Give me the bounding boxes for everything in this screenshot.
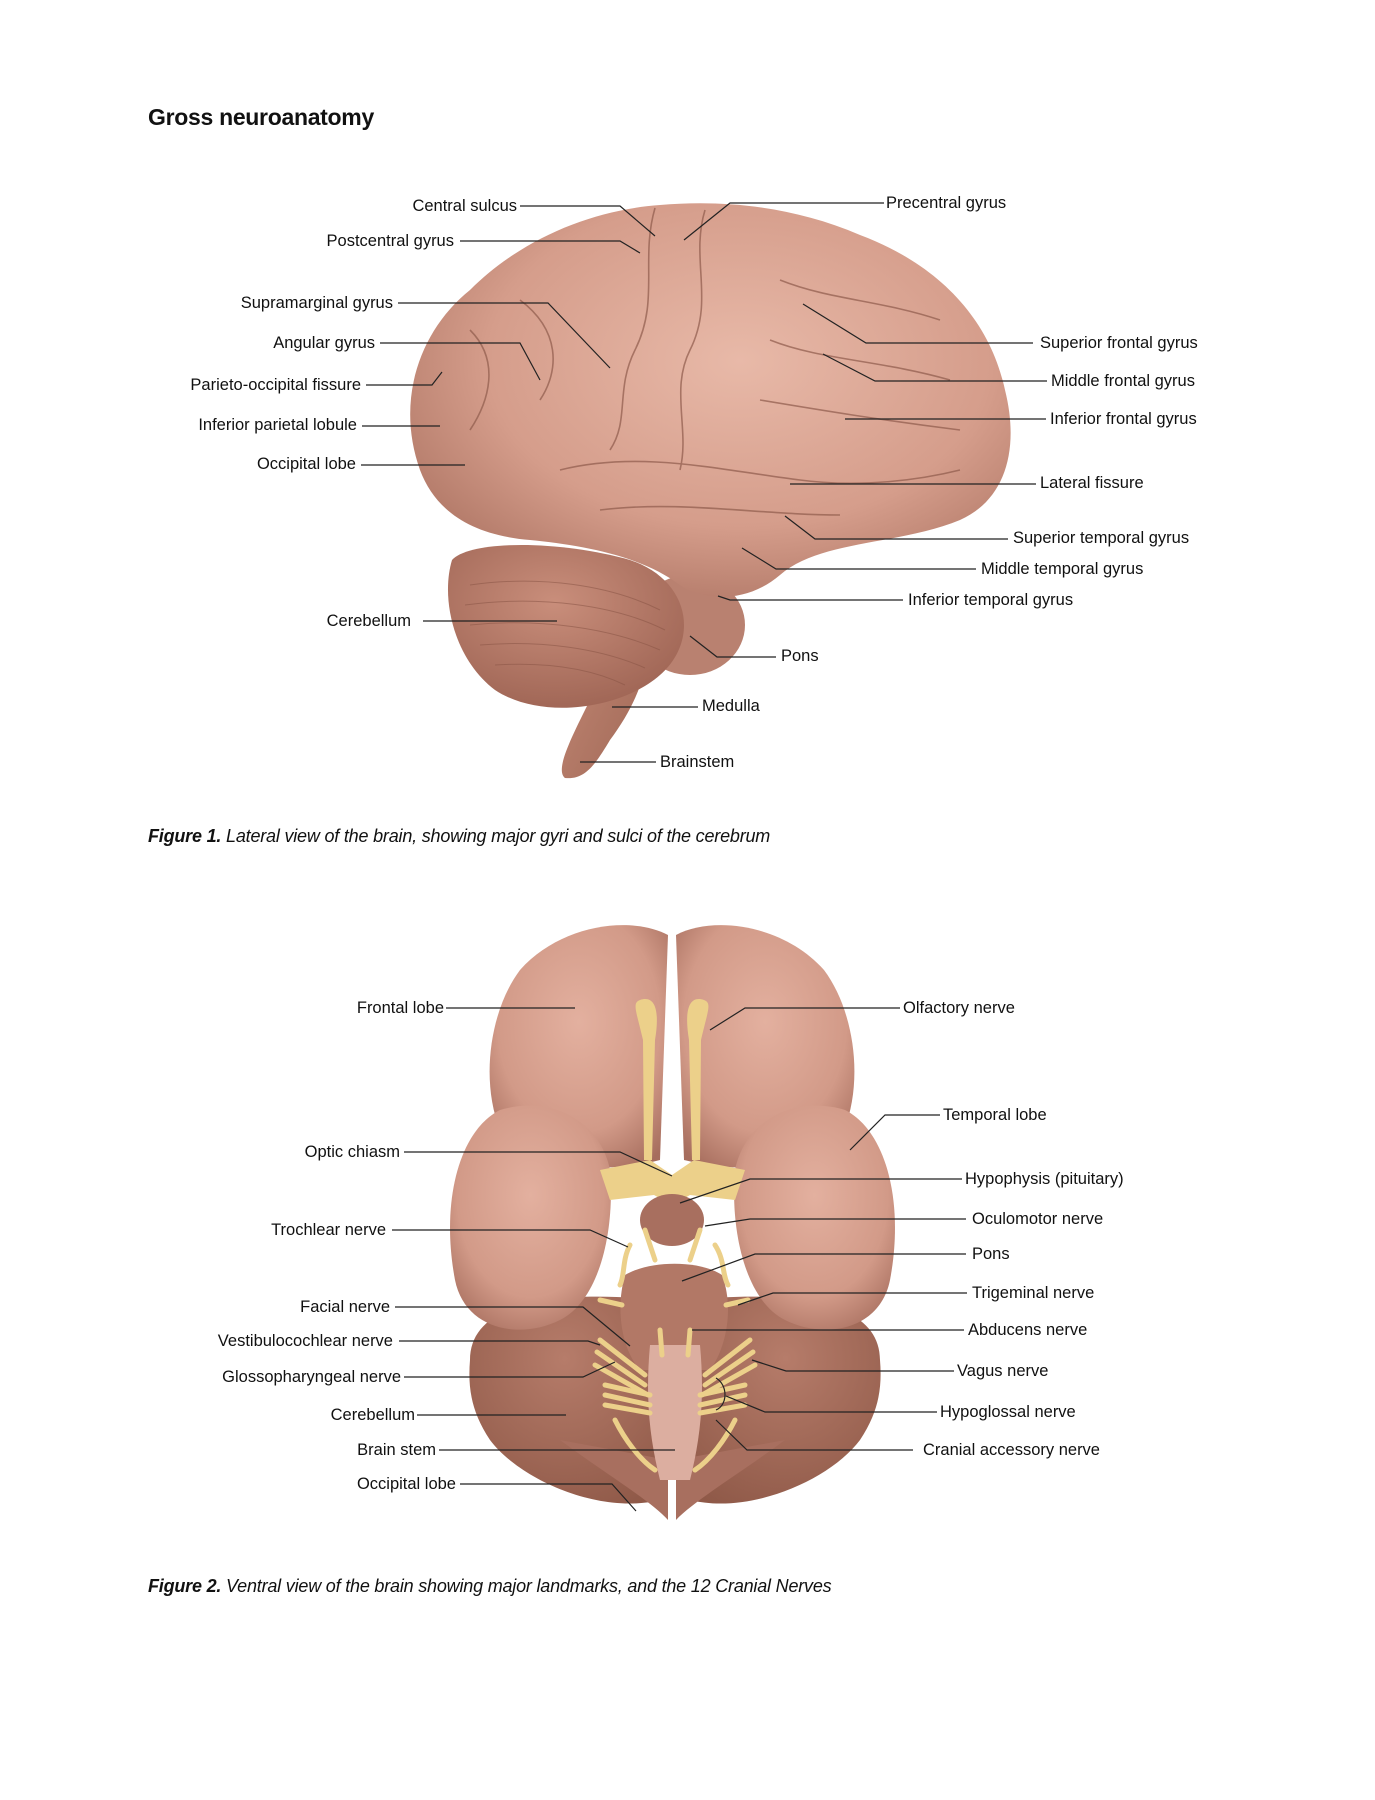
label-oculomotor-nerve: Oculomotor nerve xyxy=(972,1210,1104,1228)
label-facial-nerve: Facial nerve xyxy=(300,1298,390,1316)
label-inferior-frontal-gyrus: Inferior frontal gyrus xyxy=(1050,410,1197,428)
label-precentral-gyrus: Precentral gyrus xyxy=(886,194,1007,212)
label-middle-temporal-gyrus: Middle temporal gyrus xyxy=(981,560,1144,578)
label-abducens-nerve: Abducens nerve xyxy=(968,1321,1088,1339)
label-medulla: Medulla xyxy=(702,697,760,715)
label-trigeminal-nerve: Trigeminal nerve xyxy=(972,1284,1095,1302)
label-hypophysis: Hypophysis (pituitary) xyxy=(965,1170,1124,1188)
label-brain-stem: Brain stem xyxy=(357,1441,436,1459)
label-angular-gyrus: Angular gyrus xyxy=(273,334,375,352)
figure-1-lateral-view: Central sulcus Postcentral gyrus Suprama… xyxy=(0,0,1375,800)
label-glossopharyngeal-nerve: Glossopharyngeal nerve xyxy=(222,1368,401,1386)
figure-1-caption: Figure 1. Lateral view of the brain, sho… xyxy=(148,826,770,847)
figure-2-ventral-view: Frontal lobe Optic chiasm Trochlear nerv… xyxy=(0,900,1375,1560)
label-inferior-temporal-gyrus: Inferior temporal gyrus xyxy=(908,591,1074,609)
label-trochlear-nerve: Trochlear nerve xyxy=(271,1221,386,1239)
label-postcentral-gyrus: Postcentral gyrus xyxy=(326,232,454,250)
label-pons-ventral: Pons xyxy=(972,1245,1010,1263)
ventral-brain-illustration xyxy=(392,925,967,1520)
label-frontal-lobe: Frontal lobe xyxy=(356,999,444,1017)
figure-2-caption-label: Figure 2. xyxy=(148,1576,222,1596)
figure-1-caption-label: Figure 1. xyxy=(148,826,222,846)
label-superior-frontal-gyrus: Superior frontal gyrus xyxy=(1040,334,1198,352)
label-hypoglossal-nerve: Hypoglossal nerve xyxy=(940,1403,1076,1421)
page-title: Gross neuroanatomy xyxy=(148,104,374,130)
label-occipital-lobe: Occipital lobe xyxy=(256,455,356,473)
figure-2-caption: Figure 2. Ventral view of the brain show… xyxy=(148,1576,832,1597)
label-superior-temporal-gyrus: Superior temporal gyrus xyxy=(1013,529,1190,547)
label-supramarginal-gyrus: Supramarginal gyrus xyxy=(240,294,393,312)
label-pons: Pons xyxy=(781,647,819,665)
label-cerebellum-ventral: Cerebellum xyxy=(330,1406,415,1424)
label-lateral-fissure: Lateral fissure xyxy=(1040,474,1144,492)
label-temporal-lobe: Temporal lobe xyxy=(943,1106,1047,1124)
figure-1-caption-text: Lateral view of the brain, showing major… xyxy=(221,826,771,846)
label-vagus-nerve: Vagus nerve xyxy=(957,1362,1049,1380)
label-central-sulcus: Central sulcus xyxy=(412,197,517,215)
label-occipital-lobe-ventral: Occipital lobe xyxy=(356,1475,456,1493)
label-inferior-parietal-lobule: Inferior parietal lobule xyxy=(198,416,357,434)
label-cerebellum: Cerebellum xyxy=(326,612,411,630)
lateral-brain-illustration xyxy=(361,202,1047,779)
label-vestibulocochlear-nerve: Vestibulocochlear nerve xyxy=(217,1332,393,1350)
label-parieto-occipital-fissure: Parieto-occipital fissure xyxy=(190,376,361,394)
label-optic-chiasm: Optic chiasm xyxy=(304,1143,400,1161)
label-brainstem: Brainstem xyxy=(660,753,735,771)
label-middle-frontal-gyrus: Middle frontal gyrus xyxy=(1051,372,1195,390)
label-olfactory-nerve: Olfactory nerve xyxy=(903,999,1015,1017)
label-cranial-accessory-nerve: Cranial accessory nerve xyxy=(923,1441,1100,1459)
figure-2-caption-text: Ventral view of the brain showing major … xyxy=(221,1576,832,1596)
